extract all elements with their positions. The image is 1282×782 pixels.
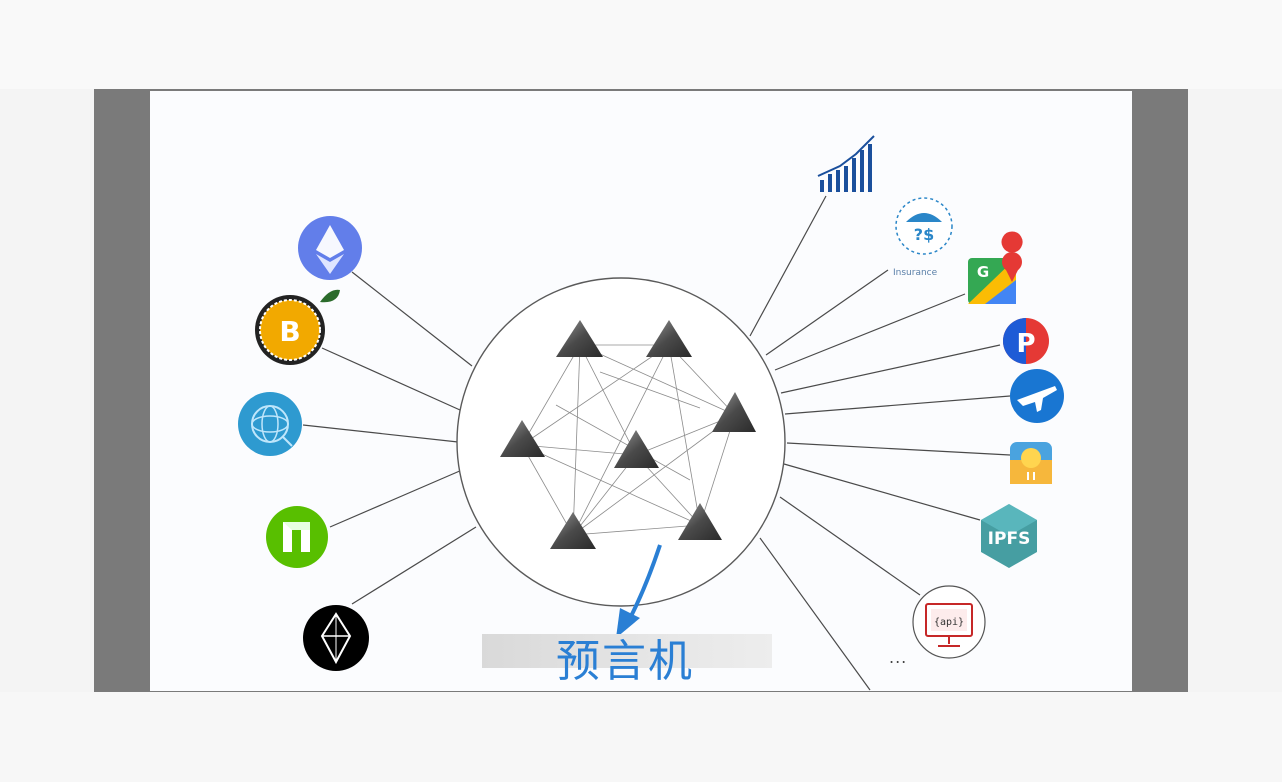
oracle-node-icon	[550, 512, 596, 549]
insurance-label: Insurance	[893, 268, 938, 278]
oracle-node-icon	[678, 503, 722, 540]
connector-qtum	[302, 424, 459, 443]
top-margin	[0, 0, 1282, 89]
market-chart-icon	[817, 135, 875, 192]
qtum-icon	[238, 392, 302, 456]
ipfs-icon	[981, 504, 1037, 568]
caption-background	[482, 634, 772, 668]
left-connectors	[302, 271, 477, 605]
bottom-margin	[0, 692, 1282, 782]
connector-weather	[786, 442, 1011, 456]
connector-eos	[351, 526, 477, 605]
arrow-icon	[616, 544, 662, 638]
connector-insurance	[765, 269, 889, 356]
connector-flight	[784, 395, 1011, 415]
oracle-nodes	[500, 320, 756, 549]
api-label: {api}	[934, 617, 964, 628]
oracle-node-icon	[500, 420, 545, 457]
connector-parking	[780, 344, 1001, 394]
oracle-mesh	[521, 344, 736, 536]
oracle-caption: 预言机	[556, 636, 694, 687]
svg-text:P: P	[1016, 329, 1035, 359]
oracle-node-icon	[614, 430, 659, 468]
svg-text:B: B	[279, 315, 300, 348]
svg-text:G: G	[977, 263, 989, 281]
connector-maps	[774, 293, 966, 371]
ethereum-icon	[298, 216, 362, 280]
oracle-node-icon	[712, 392, 756, 432]
right-connectors	[749, 195, 1011, 691]
weather-icon	[1010, 442, 1052, 484]
connector-neo	[329, 469, 463, 528]
eos-icon	[303, 605, 369, 671]
insurance-icon: ?$	[895, 197, 953, 255]
ipfs-label: IPFS	[988, 529, 1031, 549]
connector-ethereum	[351, 271, 473, 367]
more-sources-ellipsis: ...	[889, 648, 908, 667]
neo-icon	[266, 506, 328, 568]
connector-bitcoin	[321, 347, 461, 411]
oracle-network-circle	[456, 277, 786, 607]
oracle-node-icon	[646, 320, 692, 357]
parking-icon: P	[1003, 318, 1049, 364]
connector-ipfs	[783, 463, 981, 521]
connector-more	[759, 537, 871, 691]
connector-api	[779, 496, 921, 596]
api-icon	[912, 585, 986, 659]
flight-icon	[1010, 369, 1064, 423]
bitcoin-icon: B	[255, 289, 340, 365]
oracle-node-icon	[556, 320, 603, 357]
google-maps-icon: G	[968, 231, 1023, 304]
connector-market	[749, 195, 827, 337]
svg-text:?$: ?$	[914, 225, 934, 244]
